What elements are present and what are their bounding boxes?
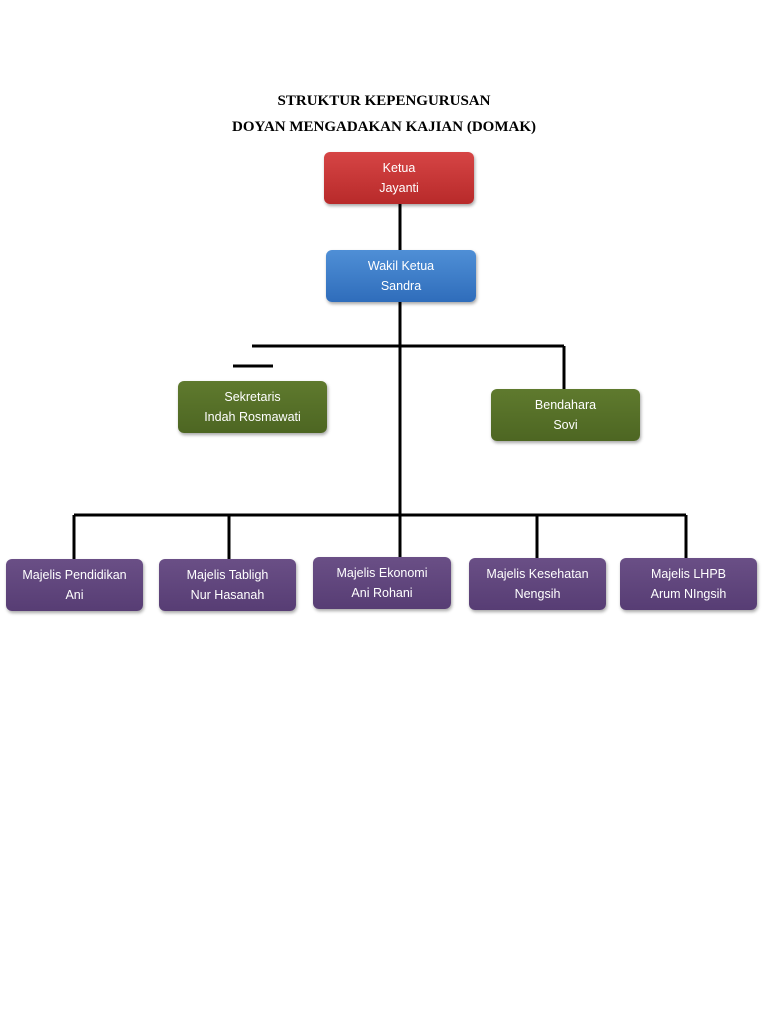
node-majelis-tabligh: Majelis Tabligh Nur Hasanah <box>159 559 296 611</box>
node-ketua: Ketua Jayanti <box>324 152 474 204</box>
node-majelis-kesehatan: Majelis Kesehatan Nengsih <box>469 558 606 610</box>
node-wakil-ketua-name: Sandra <box>380 279 422 293</box>
node-wakil-ketua: Wakil Ketua Sandra <box>326 250 476 302</box>
node-majelis-name: Ani Rohani <box>351 586 413 600</box>
node-majelis-ekonomi: Majelis Ekonomi Ani Rohani <box>313 557 451 609</box>
node-majelis-pendidikan: Majelis Pendidikan Ani <box>6 559 143 611</box>
node-majelis-name: Arum NIngsih <box>650 587 727 601</box>
node-majelis-name: Ani <box>65 588 84 602</box>
node-majelis-name: Nur Hasanah <box>190 588 265 602</box>
node-sekretaris: Sekretaris Indah Rosmawati <box>178 381 327 433</box>
node-bendahara-role: Bendahara <box>534 398 597 412</box>
node-wakil-ketua-role: Wakil Ketua <box>367 259 435 273</box>
node-sekretaris-name: Indah Rosmawati <box>204 410 301 424</box>
node-majelis-role: Majelis Tabligh <box>186 568 269 582</box>
node-majelis-lhpb: Majelis LHPB Arum NIngsih <box>620 558 757 610</box>
node-majelis-role: Majelis Pendidikan <box>22 568 127 582</box>
node-majelis-role: Majelis Kesehatan <box>486 567 589 581</box>
node-majelis-role: Majelis LHPB <box>650 567 727 581</box>
node-majelis-name: Nengsih <box>514 587 561 601</box>
chart-subtitle: DOYAN MENGADAKAN KAJIAN (DOMAK) <box>231 119 536 135</box>
node-ketua-name: Jayanti <box>379 181 419 195</box>
node-bendahara: Bendahara Sovi <box>491 389 640 441</box>
node-ketua-role: Ketua <box>382 161 416 175</box>
chart-title: STRUKTUR KEPENGURUSAN <box>277 93 491 109</box>
node-sekretaris-role: Sekretaris <box>224 390 281 404</box>
node-bendahara-name: Sovi <box>553 418 578 432</box>
node-majelis-role: Majelis Ekonomi <box>336 566 428 580</box>
